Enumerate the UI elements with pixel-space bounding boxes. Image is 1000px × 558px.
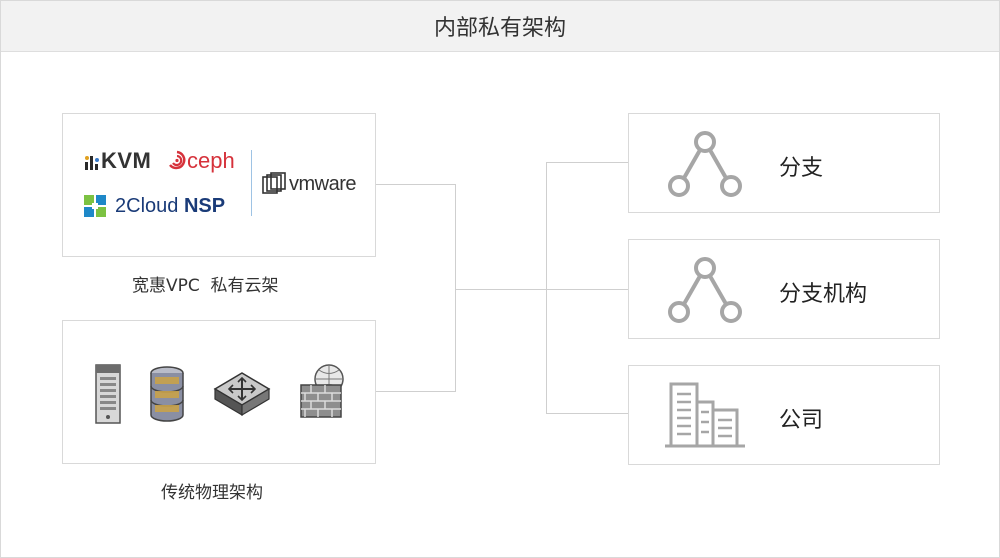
branch-label: 分支 xyxy=(779,156,824,181)
company-box: 公司 xyxy=(628,365,940,465)
kvm-logo: KVM xyxy=(83,148,151,174)
kvm-icon xyxy=(85,156,99,170)
branch-box: 分支 xyxy=(628,113,940,213)
firewall-icon xyxy=(300,364,344,418)
2cloud-nsp-logo: 2Cloud NSP xyxy=(83,194,225,218)
vmware-logo: vmware xyxy=(261,171,357,197)
2cloud-logo-text: 2Cloud NSP xyxy=(115,195,225,218)
building-icon xyxy=(665,382,745,448)
connector-line xyxy=(375,391,456,392)
cloud-platform-caption: 宽惠VPC 私有云架 xyxy=(132,276,279,296)
2cloud-icon xyxy=(84,195,106,217)
cloud-platform-box: KVM ceph 2Cloud NSP xyxy=(62,113,376,257)
database-icon xyxy=(150,366,184,422)
kvm-logo-text: KVM xyxy=(101,148,152,173)
nsp-suffix: NSP xyxy=(183,194,226,217)
connector-line xyxy=(455,289,546,290)
vmware-logo-text: vmware xyxy=(289,172,357,195)
ceph-icon xyxy=(169,150,186,170)
connector-line xyxy=(546,289,629,290)
2cloud-prefix: 2Cloud xyxy=(115,194,179,217)
physical-infra-caption: 传统物理架构 xyxy=(161,483,263,503)
connector-line xyxy=(455,184,456,392)
network-switch-icon xyxy=(213,372,271,417)
branch-icon xyxy=(668,257,742,323)
connector-line xyxy=(546,162,629,163)
connector-line xyxy=(375,184,456,185)
branch-office-box: 分支机构 xyxy=(628,239,940,339)
vmware-icon xyxy=(262,172,286,194)
logo-divider xyxy=(251,150,252,216)
connector-line xyxy=(546,413,629,414)
physical-infra-box xyxy=(62,320,376,464)
company-label: 公司 xyxy=(779,408,824,433)
branch-icon xyxy=(668,131,742,197)
connector-line xyxy=(546,162,547,414)
page-title: 内部私有架构 xyxy=(1,1,999,52)
ceph-logo: ceph xyxy=(167,148,235,174)
server-tower-icon xyxy=(95,364,121,424)
ceph-logo-text: ceph xyxy=(187,148,235,173)
branch-office-label: 分支机构 xyxy=(779,282,868,307)
